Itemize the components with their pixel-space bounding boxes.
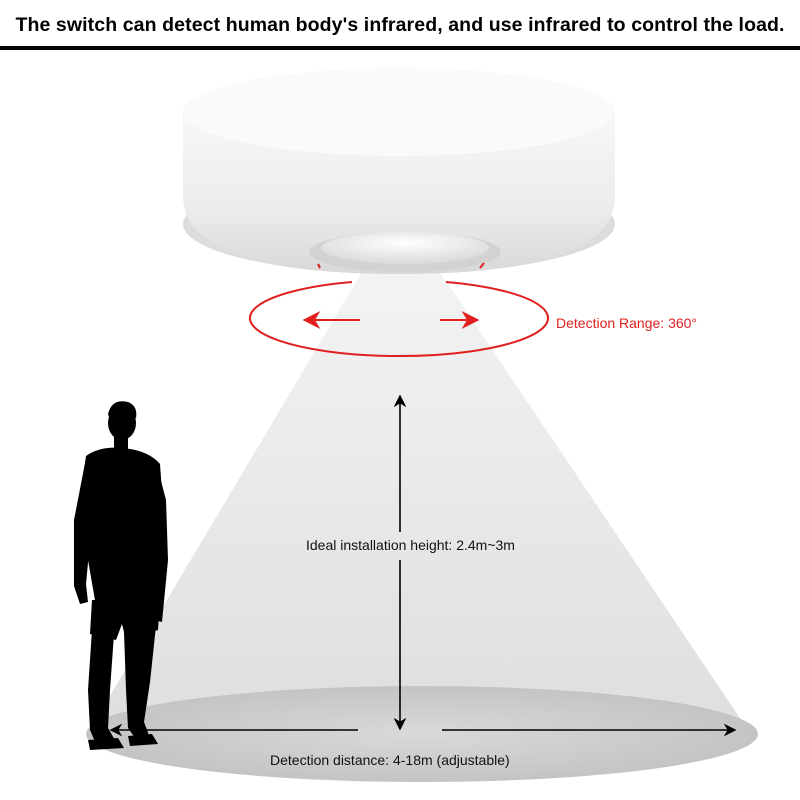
detection-cone <box>86 272 752 736</box>
floor-detection-area <box>86 686 758 782</box>
standing-person-silhouette-icon <box>74 401 168 750</box>
detection-range-label: Detection Range: 360° <box>556 315 698 331</box>
ceiling-pir-sensor-icon <box>183 68 615 274</box>
page-title: The switch can detect human body's infra… <box>15 14 785 36</box>
detection-distance-label: Detection distance: 4-18m (adjustable) <box>270 752 510 768</box>
installation-height-label: Ideal installation height: 2.4m~3m <box>306 537 515 553</box>
rotation-indicator <box>249 262 549 358</box>
title-divider <box>0 46 800 50</box>
